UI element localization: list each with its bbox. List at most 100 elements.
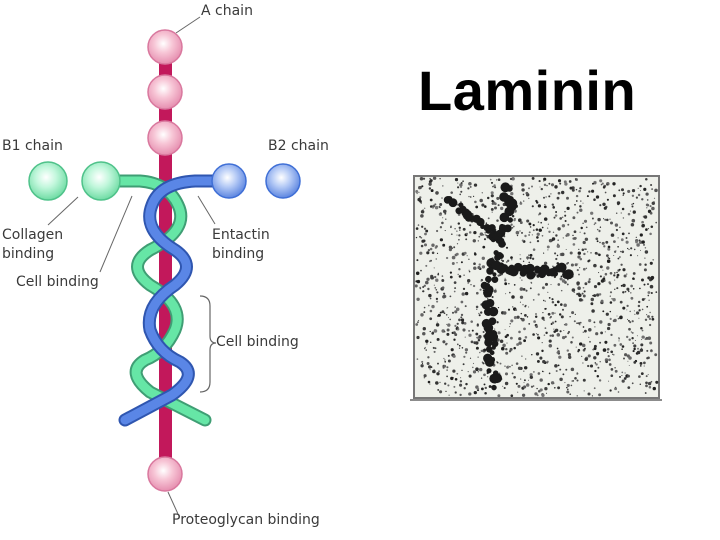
grain-dot	[646, 207, 648, 209]
grain-dot	[646, 349, 649, 352]
grain-dot	[577, 286, 581, 290]
grain-dot	[569, 316, 571, 318]
grain-dot	[645, 228, 648, 231]
grain-dot	[581, 355, 583, 358]
grain-dot	[431, 251, 435, 255]
grain-dot	[558, 355, 562, 359]
grain-dot	[577, 251, 582, 255]
grain-dot	[599, 226, 602, 228]
grain-dot	[574, 203, 576, 206]
grain-dot	[532, 299, 535, 301]
grain-dot	[566, 206, 570, 210]
grain-dot	[574, 313, 576, 315]
grain-dot	[477, 240, 479, 242]
grain-dot	[593, 223, 596, 226]
grain-dot	[504, 278, 507, 282]
grain-dot	[571, 380, 573, 382]
grain-dot	[614, 369, 618, 373]
grain-dot	[576, 322, 578, 325]
grain-dot	[621, 374, 623, 377]
grain-dot	[431, 332, 435, 335]
grain-dot	[464, 348, 469, 352]
grain-dot	[450, 225, 452, 228]
grain-dot	[614, 387, 618, 391]
grain-dot	[557, 227, 561, 231]
grain-dot	[529, 241, 532, 244]
grain-dot	[611, 298, 613, 300]
grain-dot	[555, 234, 558, 237]
grain-dot	[521, 183, 525, 187]
grain-dot	[522, 304, 524, 306]
grain-dot	[528, 323, 531, 325]
grain-dot	[434, 287, 437, 289]
grain-dot	[458, 238, 460, 241]
grain-dot	[528, 187, 530, 190]
grain-dot	[609, 221, 614, 225]
grain-dot	[615, 250, 617, 252]
grain-dot	[601, 182, 604, 185]
grain-dot	[647, 227, 650, 230]
grain-dot	[609, 389, 612, 392]
grain-dot	[649, 261, 653, 265]
grain-dot	[614, 367, 616, 369]
grain-dot	[475, 205, 479, 209]
molecule-blob	[506, 185, 513, 192]
grain-dot	[454, 391, 457, 394]
grain-dot	[456, 322, 459, 325]
grain-dot	[435, 297, 439, 301]
grain-dot	[633, 360, 637, 364]
grain-dot	[613, 318, 617, 323]
grain-dot	[649, 211, 653, 215]
grain-dot	[618, 189, 621, 192]
grain-dot	[557, 332, 560, 335]
grain-dot	[424, 347, 426, 350]
grain-dot	[622, 194, 624, 196]
grain-dot	[608, 380, 610, 382]
grain-dot	[639, 348, 644, 352]
grain-dot	[539, 378, 543, 382]
grain-dot	[468, 258, 470, 260]
grain-dot	[456, 343, 459, 346]
grain-dot	[619, 250, 622, 253]
grain-dot	[641, 308, 644, 311]
grain-dot	[544, 203, 546, 206]
grain-dot	[469, 196, 472, 198]
grain-dot	[433, 350, 436, 353]
grain-dot	[466, 255, 468, 257]
grain-dot	[443, 364, 447, 368]
grain-dot	[454, 310, 458, 314]
grain-dot	[627, 212, 631, 216]
grain-dot	[613, 354, 615, 356]
grain-dot	[583, 390, 585, 392]
grain-dot	[646, 314, 648, 316]
grain-dot	[535, 228, 539, 231]
grain-dot	[469, 224, 472, 227]
grain-dot	[519, 287, 524, 291]
grain-dot	[502, 343, 506, 348]
grain-dot	[448, 394, 450, 396]
grain-dot	[446, 306, 449, 309]
grain-dot	[511, 295, 515, 299]
a-chain-domain	[147, 120, 183, 156]
grain-dot	[567, 223, 570, 226]
grain-dot	[618, 337, 620, 339]
grain-dot	[429, 317, 433, 321]
grain-dot	[506, 365, 510, 369]
grain-dot	[626, 335, 629, 339]
grain-dot	[442, 185, 444, 187]
grain-dot	[625, 273, 628, 275]
grain-dot	[562, 373, 565, 376]
grain-dot	[606, 218, 609, 222]
grain-dot	[617, 203, 620, 206]
grain-dot	[444, 212, 447, 215]
grain-dot	[593, 181, 597, 185]
grain-dot	[629, 321, 632, 324]
grain-dot	[423, 243, 428, 247]
grain-dot	[517, 391, 519, 393]
grain-dot	[525, 358, 527, 360]
grain-dot	[458, 347, 461, 349]
grain-dot	[616, 315, 618, 317]
grain-dot	[609, 317, 612, 320]
grain-dot	[613, 274, 616, 277]
